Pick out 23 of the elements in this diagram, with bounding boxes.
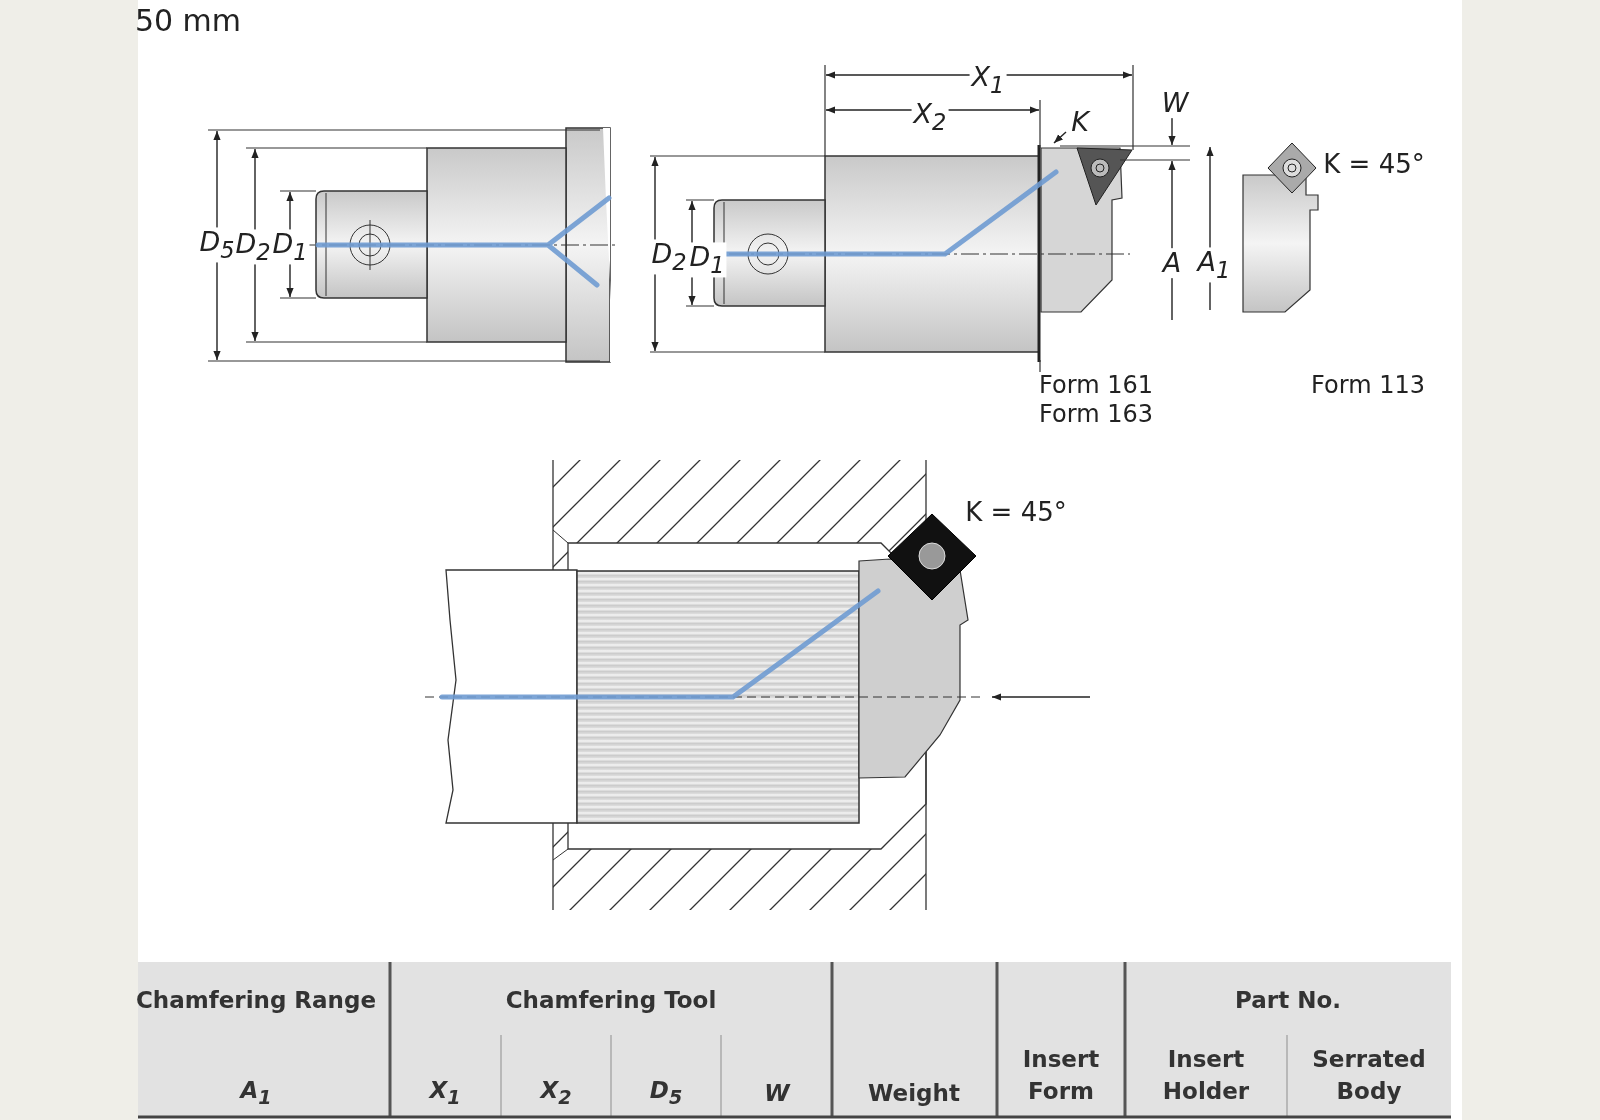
dimension-label: D$_{5}$	[197, 227, 237, 263]
column-header: D$_{5}$	[649, 1076, 683, 1111]
column-header: Chamfering Range	[135, 985, 377, 1015]
form-label: Form 161	[1039, 371, 1153, 399]
column-header: Insert Form	[1021, 1044, 1101, 1106]
form-label: Form 163	[1039, 400, 1153, 428]
column-header: Part No.	[1235, 985, 1341, 1015]
dimension-label: D$_{1}$	[270, 229, 310, 265]
column-header: W	[764, 1078, 790, 1108]
angle-label: K = 45°	[1323, 149, 1425, 179]
dimension-label: D$_{2}$	[233, 229, 273, 265]
dimension-label: D$_{2}$	[649, 239, 689, 275]
column-header: Insert Holder	[1161, 1044, 1251, 1106]
angle-label: K = 45°	[965, 497, 1067, 527]
column-header: A$_{1}$	[240, 1076, 272, 1111]
column-header: Serrated Body	[1311, 1044, 1427, 1106]
column-header: X$_{2}$	[540, 1076, 572, 1111]
column-header: X$_{1}$	[429, 1076, 461, 1111]
form-label: Form 113	[1311, 371, 1425, 399]
column-header: Weight	[868, 1078, 960, 1108]
scale-text: 50 mm	[134, 3, 242, 37]
dimension-label: D$_{1}$	[687, 242, 727, 278]
column-header: Chamfering Tool	[505, 985, 717, 1015]
